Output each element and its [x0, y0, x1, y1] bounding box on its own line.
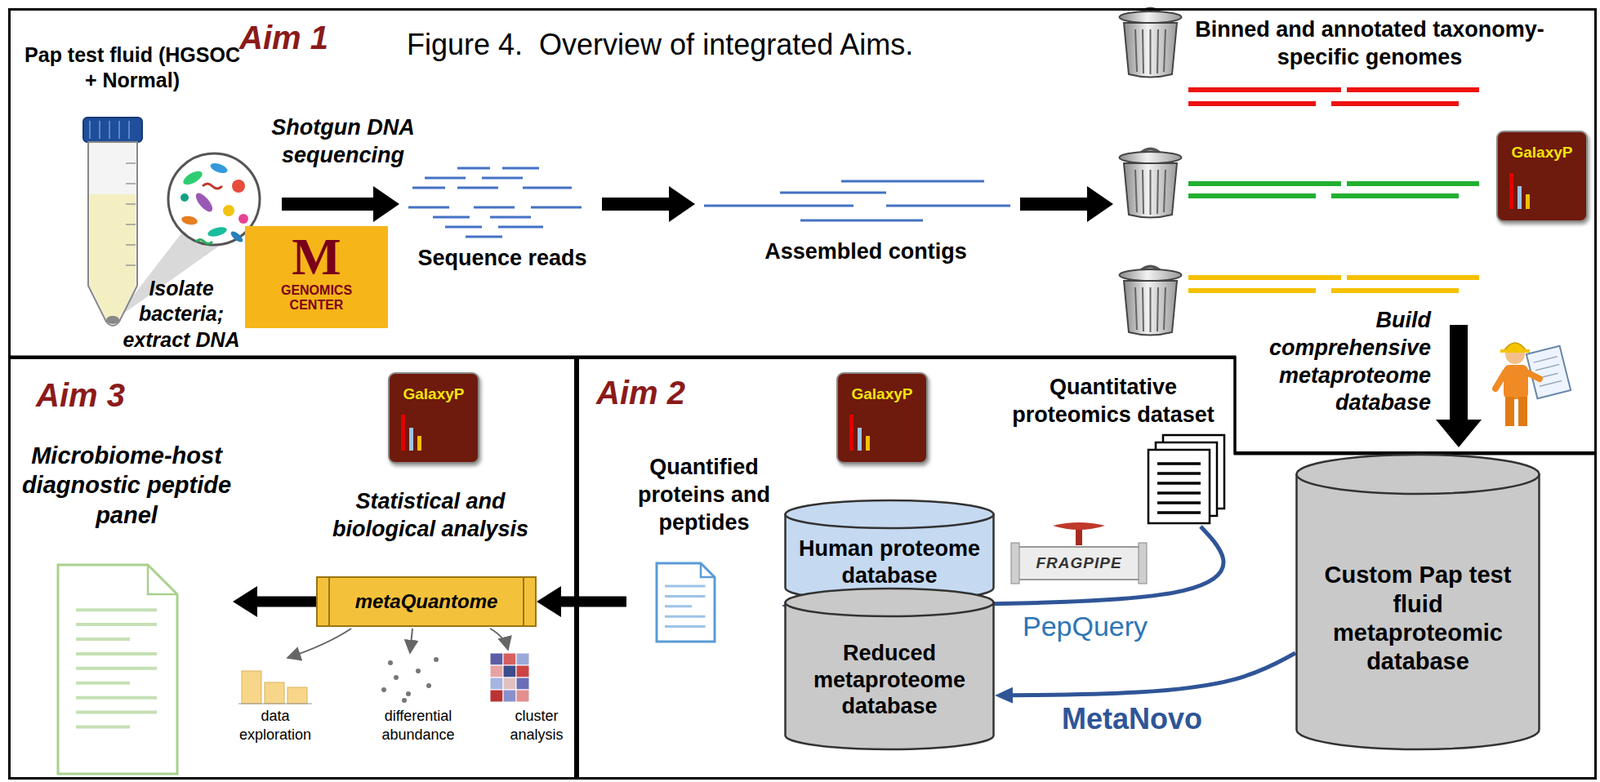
document-icon — [655, 561, 717, 644]
aim-panel: Aim 3 GalaxyP metaQuantome Microbiome-host … — [8, 356, 577, 780]
annotation-label: Shotgun DNA sequencing — [245, 114, 442, 170]
fragpipe-logo: FRAGPIPE — [1010, 522, 1148, 584]
label-box: differential abundance — [367, 707, 469, 745]
label-box: Statistical and biological analysis — [303, 488, 558, 544]
document-icon — [56, 563, 179, 776]
label-box: Isolate bacteria; extract DNA — [119, 276, 244, 353]
edge-label: PepQuery — [1022, 610, 1148, 643]
panel-heading: Aim 3 — [35, 377, 125, 415]
text-area: FRAGPIPE — [1010, 547, 1148, 580]
logo-text: GalaxyP — [389, 385, 478, 404]
annotation-label: Build comprehensive metaproteome databas… — [1241, 307, 1431, 418]
document-icon: Microbiome-host diagnostic peptide panel — [20, 441, 233, 780]
edge-label: MetaNovo — [1061, 702, 1203, 737]
text-area: Reduced metaproteome database — [784, 617, 995, 744]
edge-label-box: MetaNovo — [1061, 702, 1203, 737]
annotation-label: Binned and annotated taxonomy-specific g… — [1185, 16, 1554, 72]
connector-arrow — [561, 597, 627, 608]
annotation-label: Sequence reads — [400, 245, 605, 273]
logo-text: GENOMICS CENTER — [271, 283, 362, 312]
label-box: Shotgun DNA sequencing — [245, 114, 442, 170]
pipe-symbol — [1010, 522, 1148, 584]
label-box: Assembled contigs — [755, 238, 977, 267]
title-box: Figure 4. Overview of integrated Aims. — [406, 27, 914, 63]
document-heading: Quantified proteins and peptides — [626, 454, 782, 537]
logo-text: GalaxyP — [837, 385, 927, 404]
aim-label: Aim 2 — [596, 374, 686, 412]
box-label: metaQuantome — [355, 590, 499, 614]
label-box: Sequence reads — [400, 245, 605, 273]
galaxyp-logo: GalaxyP — [836, 372, 928, 464]
label-box: data exploration — [226, 707, 325, 745]
label-box: Build comprehensive metaproteome databas… — [1241, 307, 1431, 418]
aim-label: Aim 1 — [239, 19, 329, 57]
label-box: Pap test fluid (HGSOC + Normal) — [22, 42, 243, 94]
label-box: cluster analysis — [499, 707, 574, 745]
annotation-label: Pap test fluid (HGSOC + Normal) — [22, 42, 243, 94]
process-box: metaQuantome — [316, 576, 537, 628]
text-area: Human proteome database — [784, 529, 995, 596]
figure-title: Figure 4. Overview of integrated Aims. — [406, 27, 914, 63]
database-cylinder: Custom Pap test fluid metaproteomic data… — [1295, 454, 1541, 750]
logo-text: GalaxyP — [1497, 143, 1587, 162]
annotation-label: cluster analysis — [499, 707, 574, 745]
connector-arrow — [1012, 653, 1296, 696]
label-box: Binned and annotated taxonomy-specific g… — [1185, 16, 1554, 72]
panel-heading: Aim 1 — [239, 19, 329, 57]
connector-arrow — [257, 597, 317, 608]
panel-heading: Aim 2 — [596, 374, 686, 412]
annotation-label: Isolate bacteria; extract DNA — [119, 276, 244, 353]
document-heading: Microbiome-host diagnostic peptide panel — [20, 441, 233, 531]
galaxyp-logo: GalaxyP — [387, 372, 480, 464]
database-label: Reduced metaproteome database — [807, 640, 972, 722]
document-heading: Quantitative proteomics dataset — [994, 374, 1232, 430]
database-label: Human proteome database — [795, 535, 984, 590]
database-label: Custom Pap test fluid metaproteomic data… — [1314, 561, 1523, 678]
database-cylinder: Human proteome database — [784, 499, 995, 602]
database-cylinder: Reduced metaproteome database — [784, 588, 995, 750]
annotation-label: Assembled contigs — [755, 238, 977, 267]
document-icon — [1147, 434, 1226, 525]
logo-text: M — [291, 231, 341, 284]
document-icon: Quantitative proteomics dataset — [994, 374, 1232, 527]
annotation-label: data exploration — [226, 707, 325, 745]
edge-label-box: PepQuery — [1022, 610, 1148, 643]
document-icon: Quantified proteins and peptides — [626, 454, 782, 647]
galaxyp-logo: GalaxyP — [1496, 130, 1588, 223]
aim-label: Aim 3 — [35, 377, 125, 415]
annotation-label: differential abundance — [367, 707, 469, 745]
genomics-logo: MGENOMICS CENTER — [245, 226, 388, 329]
logo-text: FRAGPIPE — [1035, 554, 1122, 573]
annotation-label: Statistical and biological analysis — [303, 488, 558, 544]
text-area: Custom Pap test fluid metaproteomic data… — [1295, 494, 1541, 744]
